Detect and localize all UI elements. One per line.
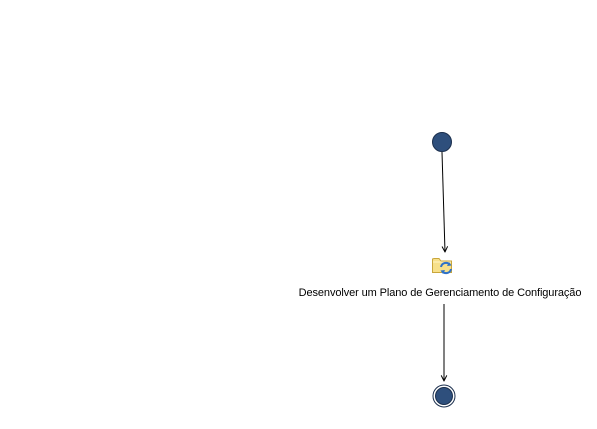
activity-label: Desenvolver um Plano de Gerenciamento de… — [298, 287, 582, 299]
folder-refresh-icon[interactable] — [432, 258, 452, 275]
final-node[interactable] — [432, 384, 456, 408]
initial-node[interactable] — [432, 132, 452, 152]
flow-arrow-start-to-activity[interactable] — [441, 151, 445, 252]
